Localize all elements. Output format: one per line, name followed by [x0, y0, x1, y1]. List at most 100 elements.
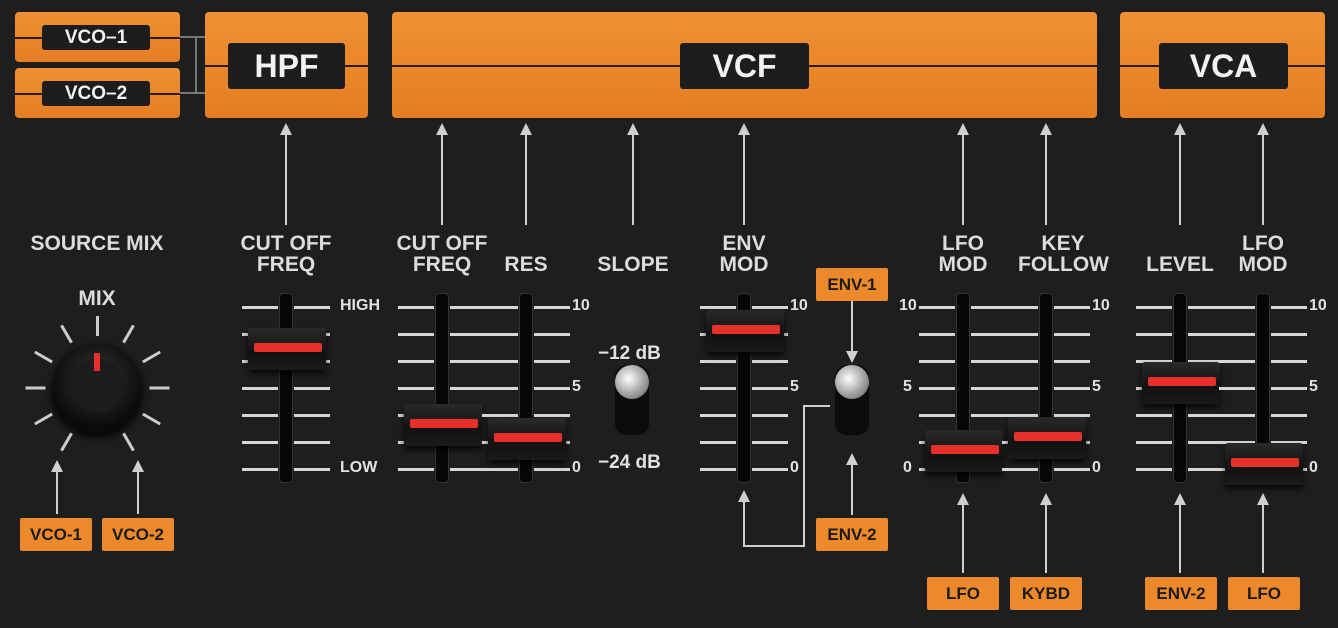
- arrow-icon: [627, 123, 639, 225]
- vco1-source-tag: VCO-1: [20, 518, 92, 551]
- arrow-icon: [1040, 123, 1052, 225]
- arrow-icon: [1174, 123, 1186, 225]
- env2-tag: ENV-2: [816, 518, 888, 551]
- scale-tick: [752, 441, 788, 444]
- scale-tick: [971, 333, 1007, 336]
- vco2-module: VCO–2: [15, 68, 180, 118]
- scale-tick: [700, 360, 736, 363]
- scale-max: 10: [1092, 297, 1110, 314]
- low-label: LOW: [340, 459, 378, 476]
- scale-tick: [534, 306, 570, 309]
- switch-lever: [615, 365, 649, 399]
- scale-tick: [294, 306, 330, 309]
- scale-tick: [398, 360, 434, 363]
- scale-tick: [1002, 333, 1038, 336]
- scale-tick: [242, 441, 278, 444]
- env-mod-slider-handle[interactable]: [706, 309, 784, 352]
- scale-max: 10: [572, 297, 590, 314]
- scale-tick: [294, 414, 330, 417]
- vco2-label: VCO–2: [42, 81, 150, 106]
- arrow-icon: [51, 460, 63, 514]
- handle-indicator: [254, 342, 322, 352]
- handle-indicator: [1148, 376, 1216, 386]
- scale-tick: [700, 468, 736, 471]
- scale-tick: [752, 360, 788, 363]
- source-mix-title: SOURCE MIX: [30, 232, 164, 255]
- vcf-cutoff-slider-handle[interactable]: [404, 403, 482, 446]
- scale-tick: [919, 333, 955, 336]
- arrow-icon: [1174, 493, 1186, 573]
- key-follow-slider-handle[interactable]: [1008, 416, 1086, 459]
- scale-tick: [534, 360, 570, 363]
- scale-tick: [1054, 468, 1090, 471]
- scale-tick: [700, 414, 736, 417]
- handle-indicator: [1231, 457, 1299, 467]
- slider-track[interactable]: [435, 293, 449, 483]
- scale-tick: [752, 306, 788, 309]
- scale-mid: 5: [1309, 378, 1318, 395]
- scale-min: 0: [572, 459, 581, 476]
- scale-tick: [1188, 306, 1224, 309]
- knob-tick: [34, 412, 54, 426]
- vcf-lfo-mod-slider-handle[interactable]: [925, 429, 1003, 472]
- scale-tick: [1054, 306, 1090, 309]
- vcf-label: VCF: [680, 43, 809, 89]
- knob-tick: [149, 386, 170, 390]
- scale-tick: [1002, 360, 1038, 363]
- slope-12db-label: −12 dB: [598, 343, 661, 364]
- scale-tick: [242, 468, 278, 471]
- arrow-icon: [280, 123, 292, 225]
- hpf-cutoff-slider-handle[interactable]: [248, 327, 326, 370]
- vca-lfo-mod-slider-handle[interactable]: [1225, 442, 1303, 485]
- scale-max: 10: [899, 297, 917, 314]
- slope-switch[interactable]: [615, 365, 649, 435]
- scale-tick: [1136, 441, 1172, 444]
- scale-tick: [294, 468, 330, 471]
- vca-level-slider-handle[interactable]: [1142, 361, 1220, 404]
- scale-tick: [1271, 306, 1307, 309]
- scale-tick: [1002, 414, 1038, 417]
- scale-tick: [450, 333, 486, 336]
- scale-tick: [971, 414, 1007, 417]
- slider-track[interactable]: [279, 293, 293, 483]
- res-label: RES: [504, 253, 548, 276]
- scale-tick: [482, 306, 518, 309]
- knob-tick: [96, 316, 99, 336]
- scale-tick: [1271, 387, 1307, 390]
- hpf-label: HPF: [228, 43, 345, 89]
- scale-tick: [242, 306, 278, 309]
- knob-tick: [25, 386, 46, 390]
- scale-tick: [242, 414, 278, 417]
- scale-tick: [1002, 468, 1038, 471]
- scale-min: 0: [1309, 459, 1318, 476]
- scale-tick: [1136, 360, 1172, 363]
- scale-tick: [1136, 468, 1172, 471]
- arrow-icon: [846, 301, 858, 363]
- handle-indicator: [931, 444, 999, 454]
- knob-tick: [141, 350, 161, 364]
- scale-tick: [450, 360, 486, 363]
- vco1-module: VCO–1: [15, 12, 180, 62]
- scale-tick: [919, 387, 955, 390]
- res-slider-handle[interactable]: [488, 418, 566, 461]
- scale-tick: [1219, 360, 1255, 363]
- arrow-icon: [132, 460, 144, 514]
- env-select-switch[interactable]: [835, 365, 869, 435]
- scale-mid: 5: [903, 378, 912, 395]
- scale-min: 0: [1092, 459, 1101, 476]
- scale-mid: 5: [1092, 378, 1101, 395]
- arrow-icon: [846, 453, 858, 515]
- scale-tick: [294, 441, 330, 444]
- scale-tick: [1271, 414, 1307, 417]
- scale-tick: [1054, 333, 1090, 336]
- scale-tick: [752, 387, 788, 390]
- scale-tick: [534, 414, 570, 417]
- hpf-cutoff-label: CUT OFF FREQ: [240, 232, 332, 276]
- scale-tick: [971, 360, 1007, 363]
- scale-tick: [1188, 441, 1224, 444]
- arrow-icon: [738, 123, 750, 225]
- source-mix-knob[interactable]: [52, 343, 142, 433]
- scale-tick: [1188, 468, 1224, 471]
- scale-tick: [482, 333, 518, 336]
- scale-tick: [919, 306, 955, 309]
